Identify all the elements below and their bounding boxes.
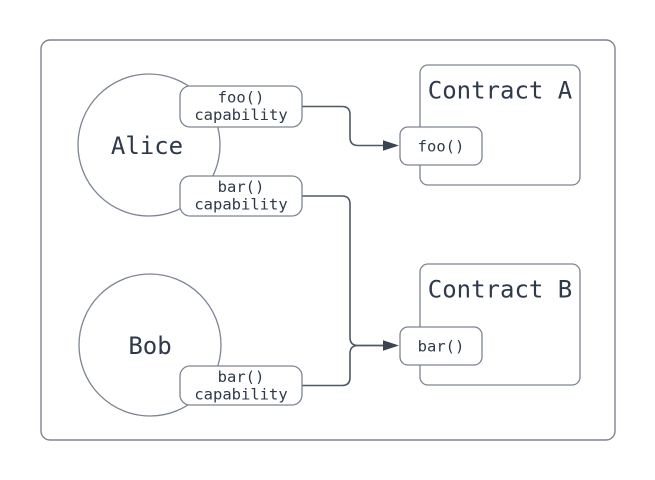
capability-box-shape <box>179 365 303 406</box>
capability-label-line2: capability <box>194 106 287 124</box>
capability-label-line1: bar() <box>218 178 265 196</box>
method-box-shape <box>399 126 483 166</box>
capability-label-line2: capability <box>194 196 287 214</box>
outer-frame <box>40 39 616 441</box>
capability-box-shape <box>179 85 303 128</box>
capability-label-line1: bar() <box>218 368 265 386</box>
bob-label: Bob <box>128 332 171 360</box>
alice-foo-capability-box: foo() capability <box>179 85 303 128</box>
contract-b-title: Contract B <box>428 276 573 304</box>
connector-alice-bar-to-contract-b <box>302 195 383 347</box>
foo-method-label: foo() <box>418 138 465 156</box>
connector-alice-foo-to-contract-a <box>302 105 383 147</box>
method-box-shape <box>399 326 483 366</box>
bob-bar-capability-box: bar() capability <box>179 365 303 406</box>
capability-box-shape <box>179 175 303 217</box>
arrowhead-bar-icon <box>383 340 399 351</box>
alice-bar-capability-box: bar() capability <box>179 175 303 217</box>
contract-a-title: Contract A <box>428 77 573 105</box>
capability-label-line1: foo() <box>218 89 265 107</box>
foo-method-box: foo() <box>399 126 483 166</box>
capability-label-line2: capability <box>194 386 287 404</box>
bar-method-label: bar() <box>418 338 465 356</box>
alice-label: Alice <box>111 132 183 160</box>
bar-method-box: bar() <box>399 326 483 366</box>
connector-bob-bar-to-contract-b <box>302 344 383 387</box>
arrowhead-foo-icon <box>383 140 399 151</box>
